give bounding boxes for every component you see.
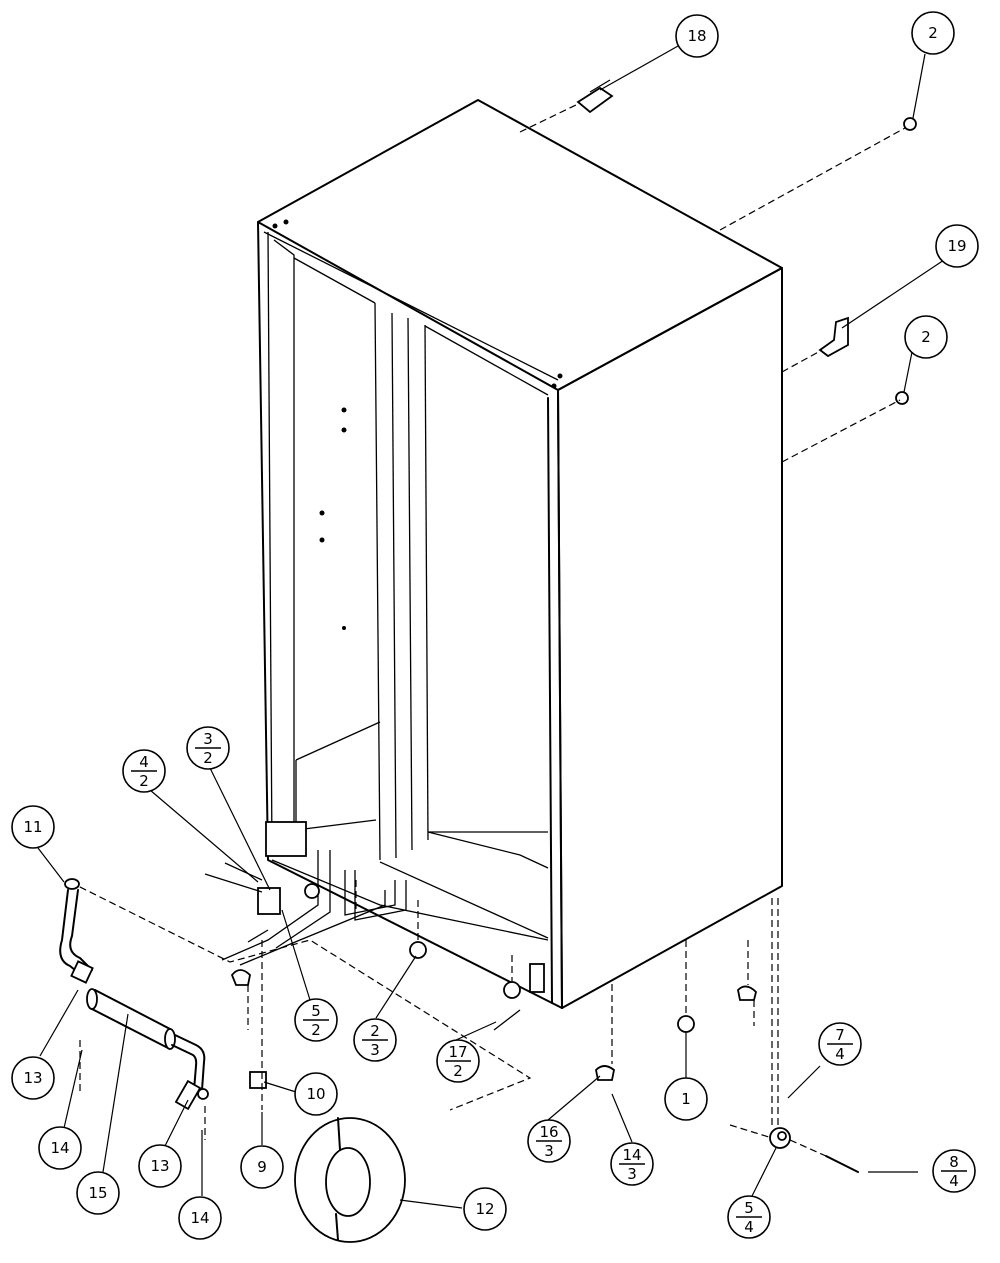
callout-number: 18 [687,27,706,45]
callout-4-2: 42 [122,749,166,793]
callout-number: 13 [23,1069,42,1087]
callout-number: 14 [622,1146,641,1164]
callout-page: 4 [744,1218,754,1236]
callout-number: 1 [681,1090,691,1108]
callout-16-3: 163 [527,1119,571,1163]
callout-circle [11,1056,55,1100]
callout-circle [240,1145,284,1189]
callout-13a: 13 [11,1056,55,1100]
callout-number: 15 [88,1184,107,1202]
callout-number: 2 [928,24,938,42]
callout-circle [664,1077,708,1121]
assembly-lines [79,103,906,1157]
callout-number: 9 [257,1158,267,1176]
callout-circle [38,1126,82,1170]
callout-number: 2 [921,328,931,346]
callout-18: 18 [675,14,719,58]
callout-circle [138,1144,182,1188]
callout-17-2: 172 [436,1039,480,1083]
callout-number: 3 [203,730,213,748]
callout-circle [463,1187,507,1231]
cabinet-top [257,99,783,391]
callout-1: 1 [664,1077,708,1121]
callout-number: 5 [311,1002,321,1020]
callout-circle [935,224,979,268]
callout-14a: 14 [38,1126,82,1170]
callout-number: 19 [947,237,966,255]
callout-number: 14 [190,1209,209,1227]
callout-circle [178,1196,222,1240]
cabinet-front-frame [257,221,563,1009]
drip-pan-outline [69,881,532,1111]
callout-2-3: 23 [353,1018,397,1062]
callout-15: 15 [76,1171,120,1215]
callout-number: 10 [306,1085,325,1103]
callout-page: 2 [139,772,149,790]
callout-circle [76,1171,120,1215]
callout-number: 16 [539,1123,558,1141]
callout-5-4: 54 [727,1195,771,1239]
callout-circle [294,1072,338,1116]
callout-12: 12 [463,1187,507,1231]
cabinet-side [557,267,783,1009]
callout-2a: 2 [911,11,955,55]
callout-page: 4 [949,1172,959,1190]
cabinet [257,99,783,1009]
drip-pan-12 [294,1117,406,1243]
callout-8-4: 84 [932,1149,976,1193]
callout-page: 3 [544,1142,554,1160]
leader-lines [37,45,945,1209]
callout-page: 2 [203,749,213,767]
callout-5-2: 52 [294,998,338,1042]
callout-14b: 14 [178,1196,222,1240]
callout-11: 11 [11,805,55,849]
callout-circle [675,14,719,58]
callout-number: 5 [744,1199,754,1217]
callout-page: 2 [311,1021,321,1039]
callout-number: 2 [370,1022,380,1040]
callout-19: 19 [935,224,979,268]
callout-7-4: 74 [818,1022,862,1066]
callout-page: 3 [370,1041,380,1059]
callout-number: 17 [448,1043,467,1061]
callout-number: 7 [835,1026,845,1044]
callout-circle [11,805,55,849]
callout-14-3: 143 [610,1142,654,1186]
callout-number: 11 [23,818,42,836]
callout-2b: 2 [904,315,948,359]
callout-page: 4 [835,1045,845,1063]
callout-number: 13 [150,1157,169,1175]
callout-number: 8 [949,1153,959,1171]
condensate-tube-assembly [59,878,209,1111]
callout-3-2: 32 [186,726,230,770]
callout-13b: 13 [138,1144,182,1188]
callout-number: 12 [475,1200,494,1218]
callout-circle [911,11,955,55]
small-parts [204,79,917,1173]
callout-page: 2 [453,1062,463,1080]
callout-page: 3 [627,1165,637,1183]
callout-10: 10 [294,1072,338,1116]
callout-9: 9 [240,1145,284,1189]
callout-number: 14 [50,1139,69,1157]
callout-number: 4 [139,753,149,771]
drain-tubing [221,850,407,966]
callout-circle [904,315,948,359]
